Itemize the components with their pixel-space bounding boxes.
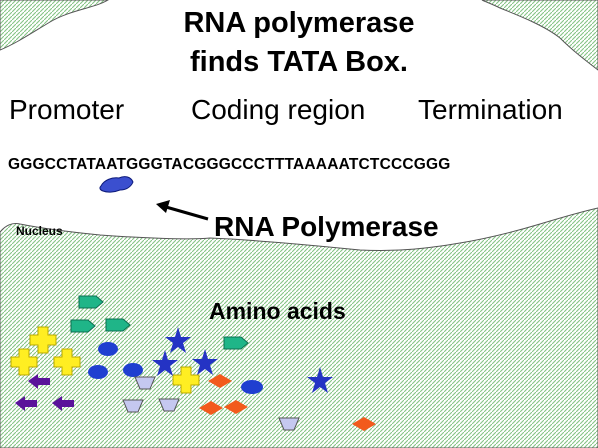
oval-icon (98, 342, 118, 356)
region-coding: Coding region (191, 94, 366, 125)
region-promoter: Promoter (9, 94, 125, 125)
diamond-icon (199, 401, 223, 415)
title-line-1: RNA polymerase (183, 7, 415, 39)
trapezoid-icon (278, 417, 300, 431)
trapezoid-icon (122, 399, 144, 413)
left-arrow-icon (156, 200, 209, 221)
pentagon-icon (78, 295, 104, 309)
arrow-icon (28, 374, 50, 389)
star-icon (165, 327, 191, 353)
star-icon (152, 350, 178, 376)
pentagon-icon (105, 318, 131, 332)
oval-icon (123, 363, 143, 377)
arrow-icon (15, 396, 37, 411)
cross-icon (53, 348, 81, 376)
diamond-icon (352, 417, 376, 431)
pentagon-icon (223, 336, 249, 350)
trapezoid-icon (158, 398, 180, 412)
cross-icon (29, 326, 57, 354)
oval-icon (88, 365, 108, 379)
rna-polymerase-blob-icon (99, 176, 134, 193)
trapezoid-icon (134, 376, 156, 390)
star-icon (307, 367, 333, 393)
dna-sequence: GGGCCTATAATGGGTACGGGCCCTTTAAAAATCTCCCGGG (8, 156, 451, 173)
amino-acids-label: Amino acids (209, 298, 346, 324)
nucleus-label: Nucleus (16, 224, 63, 238)
title-line-2: finds TATA Box. (189, 46, 408, 78)
amino-acid-shapes (10, 295, 376, 431)
pentagon-icon (70, 319, 96, 333)
oval-icon (241, 380, 263, 394)
star-icon (192, 349, 218, 375)
diamond-icon (208, 374, 232, 388)
arrow-icon (52, 396, 74, 411)
cytoplasm-top-left (0, 0, 109, 51)
region-termination: Termination (418, 94, 563, 125)
cross-icon (10, 348, 38, 376)
cytoplasm-top-right (481, 0, 598, 71)
cross-icon (172, 366, 200, 394)
rna-polymerase-label: RNA Polymerase (214, 211, 439, 242)
diamond-icon (224, 400, 248, 414)
